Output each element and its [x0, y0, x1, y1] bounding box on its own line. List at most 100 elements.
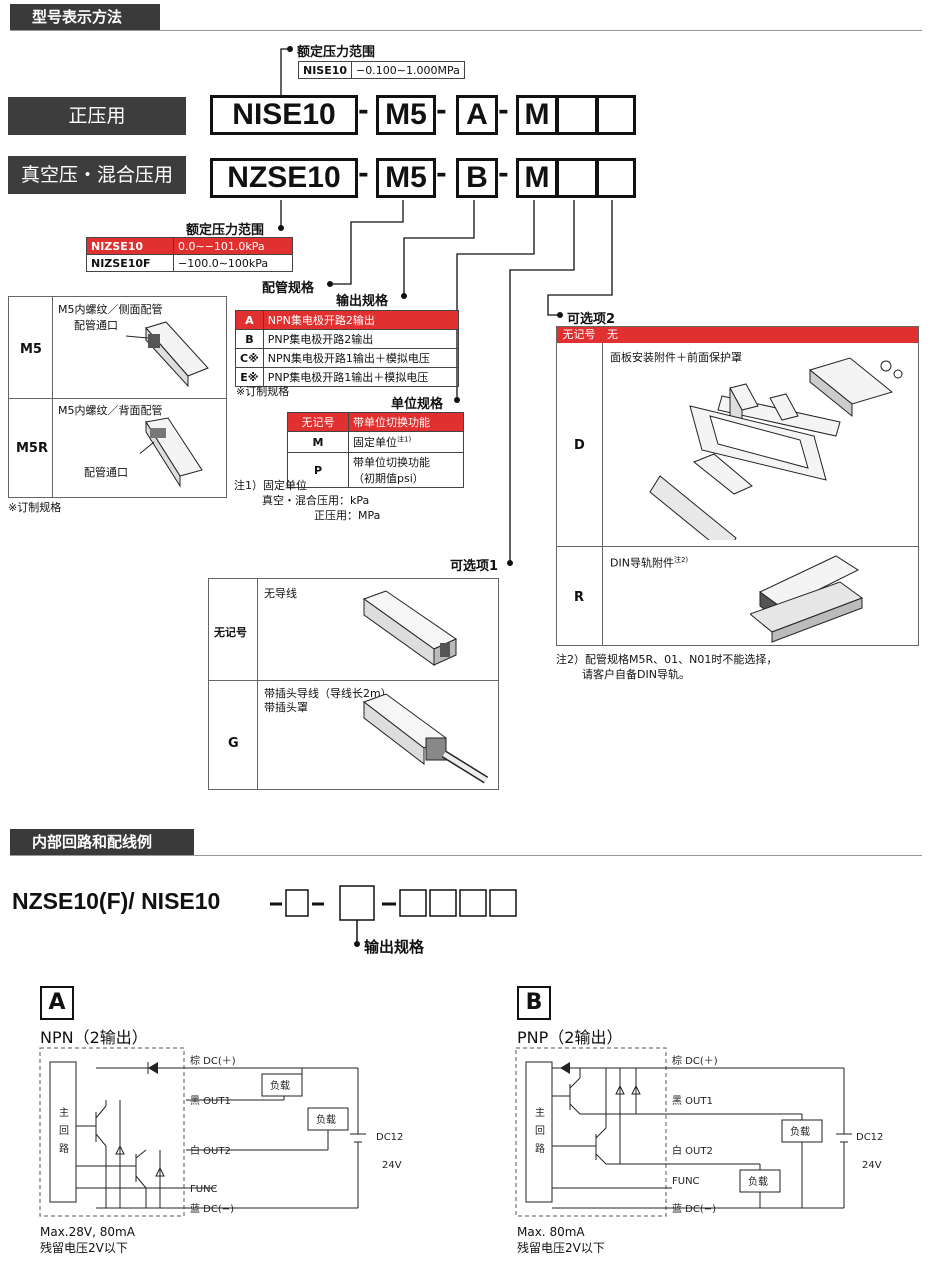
wire-label-dc-plus: 棕 DC(＋)	[190, 1054, 236, 1067]
circuit-b-title: PNP（2输出）	[517, 1028, 623, 1047]
sensor-with-lead-image	[362, 693, 489, 784]
port-label: 配管通口	[84, 466, 128, 479]
output-desc: PNP集电极开路1输出＋模拟电压	[262, 367, 459, 387]
circuit-model-boxes	[270, 885, 517, 947]
sensor-no-lead-image	[362, 590, 458, 666]
port-desc-m5: M5内螺纹／侧面配管	[58, 303, 163, 316]
option2-desc-r: DIN导轨附件注2)	[610, 556, 689, 570]
output-spec-table: A NPN集电极开路2输出 B PNP集电极开路2输出 C※ NPN集电极开路1…	[235, 310, 459, 387]
circuit-b-spec2: 残留电压2V以下	[517, 1241, 605, 1255]
port-code-m5: M5	[376, 95, 436, 135]
option2-code-d: D	[574, 438, 585, 453]
main-circuit-char: 主	[59, 1107, 69, 1119]
main-circuit-char: 回	[59, 1125, 69, 1137]
wire-label-dc-minus: 蓝 DC(−)	[672, 1203, 716, 1215]
port-desc-m5r: M5内螺纹／背面配管	[58, 404, 163, 417]
unit-spec-label: 单位规格	[391, 397, 444, 412]
pressure-code: NISE10	[297, 61, 353, 79]
port-spec-label: 配管规格	[262, 281, 315, 296]
circuit-a-spec2: 残留电压2V以下	[40, 1241, 128, 1255]
option1-label: 可选项1	[450, 559, 499, 574]
main-circuit-char: 回	[535, 1125, 545, 1137]
pressure-range: −0.100∼1.000MPa	[351, 61, 466, 79]
circuit-b-diagram: 主 回 路 棕 DC(＋) 黑 OUT1 白 OUT2 FUNC 蓝 DC(−)…	[515, 1047, 883, 1217]
supply-label: DC12	[376, 1132, 403, 1143]
option2-header: 无记号无	[557, 327, 918, 343]
output-spec-label: 输出规格	[336, 294, 389, 309]
unit-spec-table: 无记号 带单位切换功能 M 固定单位注1) P 带单位切换功能（初期值psi）	[287, 412, 464, 488]
circuit-output-callout: 输出规格	[364, 938, 425, 956]
option1-code-g: G	[228, 736, 239, 751]
wire-label-out1: 黑 OUT1	[672, 1095, 713, 1107]
load-label: 负载	[316, 1113, 336, 1126]
load-label: 负载	[270, 1079, 290, 1092]
port-spec-panel	[8, 296, 227, 498]
section-divider	[10, 855, 922, 856]
pressure-range: 0.0∼−101.0kPa	[173, 237, 293, 255]
dash: -	[358, 159, 369, 189]
sensor-image-back-port	[140, 417, 203, 488]
port-code-m5r: M5R	[16, 441, 48, 456]
dash: -	[498, 96, 509, 126]
circuit-a-letter: A	[40, 986, 74, 1020]
main-circuit-char: 路	[59, 1142, 69, 1155]
option2-note-1: 注2）配管规格M5R、01、N01时不能选择，	[556, 653, 778, 666]
circuit-b-spec1: Max. 80mA	[517, 1225, 585, 1239]
load-label: 负载	[790, 1125, 810, 1138]
port-code-m5: M5	[20, 342, 42, 357]
pressure-range-label-top: 额定压力范围	[297, 45, 376, 60]
model-base-nise10: NISE10	[210, 95, 358, 135]
wire-label-func: FUNC	[190, 1184, 218, 1195]
wire-label-out2: 白 OUT2	[672, 1144, 713, 1157]
unit-desc: 固定单位注1)	[348, 431, 464, 453]
dash: -	[498, 159, 509, 189]
unit-desc: 带单位切换功能	[348, 412, 464, 432]
pressure-range: −100.0∼100kPa	[173, 254, 293, 272]
wire-label-dc-plus: 棕 DC(＋)	[672, 1054, 718, 1067]
unit-code: P	[287, 452, 349, 488]
supply-label: 24V	[382, 1160, 402, 1171]
unit-code: M	[287, 431, 349, 453]
dash: -	[358, 96, 369, 126]
mode-positive-label: 正压用	[8, 97, 186, 135]
unit-note-3: 正压用：MPa	[314, 509, 381, 522]
option2-label: 可选项2	[567, 312, 616, 327]
circuit-a-diagram: 主 回 路 棕 DC(＋) 黑 OUT1 白 OUT2 FUNC 蓝 DC(−)…	[39, 1047, 403, 1217]
circuit-a-title: NPN（2输出）	[40, 1028, 148, 1047]
option2-blank-box	[596, 95, 636, 135]
dash: -	[436, 96, 447, 126]
pressure-range-table-bottom: NIZSE10 0.0∼−101.0kPa NIZSE10F −100.0∼10…	[86, 237, 293, 272]
unit-desc: 带单位切换功能（初期值psi）	[348, 452, 464, 488]
port-spec-note: ※订制规格	[8, 501, 62, 514]
pressure-code: NIZSE10F	[86, 254, 174, 272]
option1-desc-g2: 带插头罩	[264, 701, 308, 714]
unit-note-1: 注1）固定单位	[234, 479, 307, 492]
port-label: 配管通口	[74, 319, 118, 332]
circuit-model-code: NZSE10(F)/ NISE10	[12, 888, 221, 914]
sensor-image-side-port	[126, 321, 209, 388]
option1-panel	[208, 578, 499, 790]
mode-vacuum-label: 真空压・混合压用	[8, 156, 186, 194]
supply-label: 24V	[862, 1160, 882, 1171]
pressure-range-table-top: NISE10 −0.100∼1.000MPa	[297, 61, 466, 79]
pressure-range-label-bottom: 额定压力范围	[186, 223, 265, 238]
option2-note-2: 请客户自备DIN导轨。	[582, 668, 690, 681]
section-title-model: 型号表示方法	[10, 4, 160, 30]
unit-note-2: 真空・混合压用：kPa	[262, 494, 370, 507]
circuit-a-spec1: Max.28V, 80mA	[40, 1225, 135, 1239]
option1-desc-g: 带插头导线（导线长2m）	[264, 687, 392, 700]
output-code: C※	[235, 348, 264, 368]
output-code-a: A	[456, 95, 498, 135]
section-title-circuit: 内部回路和配线例	[10, 829, 194, 855]
port-code-m5: M5	[376, 158, 436, 198]
option1-desc-none: 无导线	[264, 587, 297, 600]
connector-lines	[278, 46, 613, 566]
wire-label-func: FUNC	[672, 1176, 700, 1187]
option2-desc-d: 面板安装附件＋前面保护罩	[610, 351, 742, 364]
wire-label-out2: 白 OUT2	[190, 1144, 231, 1157]
output-code: B	[235, 329, 264, 349]
circuit-b-letter: B	[517, 986, 551, 1020]
output-spec-note: ※订制规格	[236, 385, 290, 398]
din-rail-bracket-image	[750, 555, 864, 643]
option2-blank-box	[596, 158, 636, 198]
